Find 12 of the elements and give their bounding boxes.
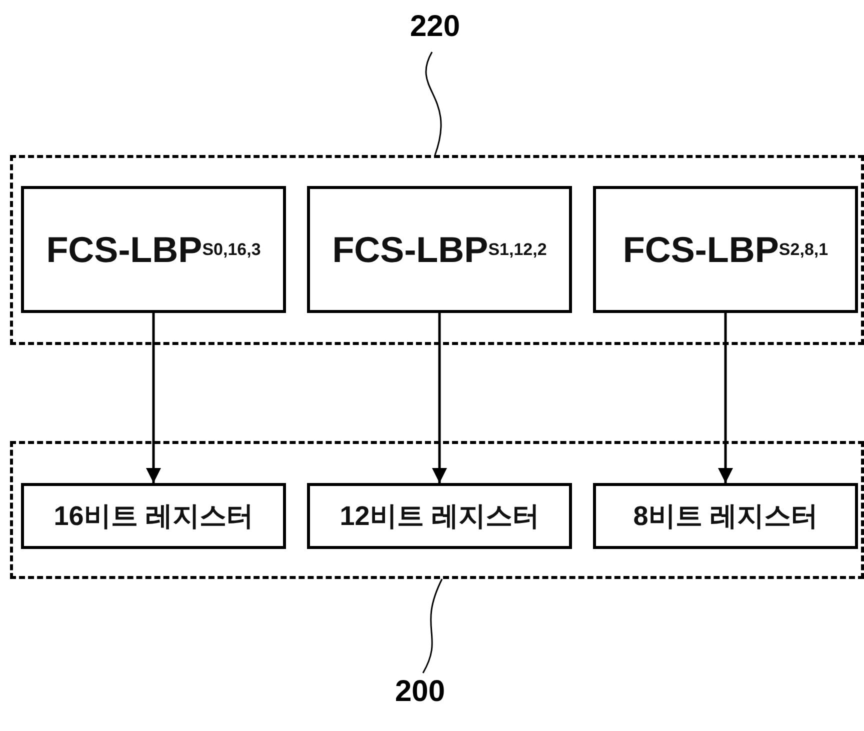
dashed-group-frame [10, 155, 864, 345]
reference-numeral: 200 [385, 675, 455, 715]
arrow [718, 313, 733, 483]
leader-line [422, 578, 443, 674]
leader-line [425, 52, 442, 156]
arrow [146, 313, 161, 483]
register-box: 16비트 레지스터 [21, 483, 286, 549]
dashed-group-frame [10, 441, 864, 579]
register-box: 8비트 레지스터 [593, 483, 858, 549]
register-box: 12비트 레지스터 [307, 483, 572, 549]
arrow [432, 313, 447, 483]
reference-numeral: 220 [400, 10, 470, 50]
